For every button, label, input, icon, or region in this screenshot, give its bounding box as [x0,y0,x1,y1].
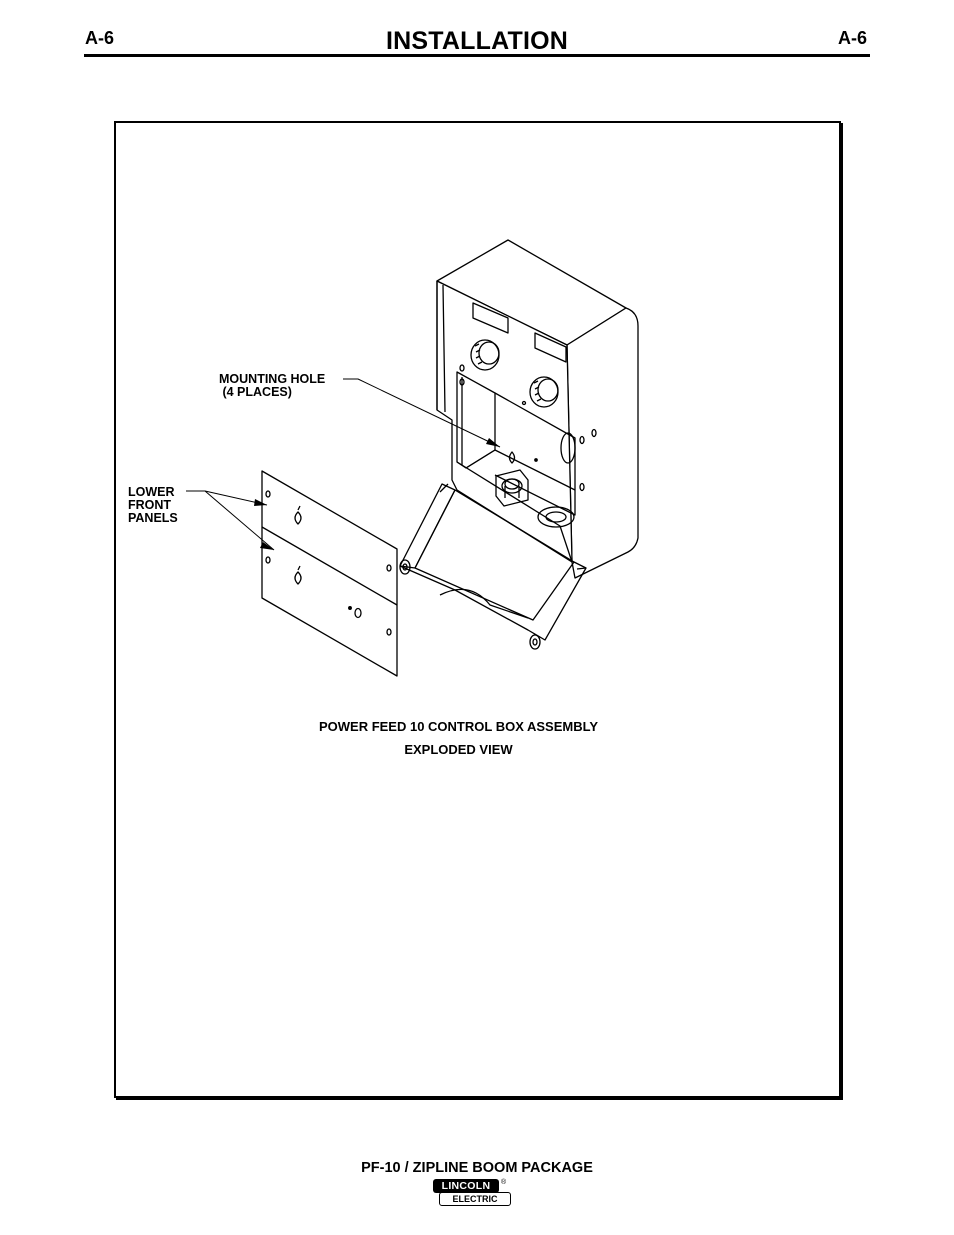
footer-product-name: PF-10 / ZIPLINE BOOM PACKAGE [361,1160,593,1176]
figure-caption-title: POWER FEED 10 CONTROL BOX ASSEMBLY [318,719,599,734]
logo-top-text: LINCOLN [433,1179,499,1193]
knob-left [470,339,500,371]
header-rule [84,54,870,57]
page-number-right: A-6 [838,28,868,48]
arrowheads [254,438,500,550]
logo-bottom-text: ELECTRIC [439,1192,511,1206]
grommet [537,506,575,528]
page-title: INSTALLATION [385,27,568,55]
lower-bracket [399,483,587,650]
mounting-hole-label: MOUNTING HOLE (4 PLACES) [219,372,326,399]
figure-caption-subtitle: EXPLODED VIEW [404,742,513,757]
leader-lines [186,378,501,551]
lincoln-electric-logo: LINCOLN ® ELECTRIC [433,1179,511,1207]
figure-frame [114,121,841,1098]
page-number-left: A-6 [85,28,115,48]
lower-front-panels [261,470,398,677]
knob-right [529,376,559,408]
logo-registered-mark: ® [501,1179,507,1186]
control-box-body [436,239,639,579]
lower-front-panels-label: LOWER FRONT PANELS [128,485,178,525]
connector-round [495,469,529,507]
